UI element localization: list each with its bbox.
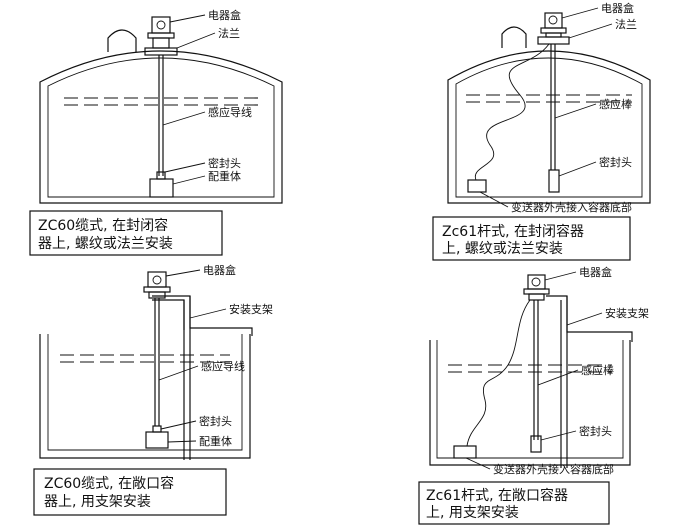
signal-cable	[474, 43, 550, 181]
panel-zc60-closed: 电器盒 法兰 感应导线 密封头 配重体 ZC60缆式, 在封闭容 器上, 螺纹或…	[29, 8, 283, 256]
seal-head	[530, 435, 542, 453]
label-rod: 感应棒	[581, 363, 614, 377]
label-flange: 法兰	[615, 17, 637, 31]
closed-tank	[447, 26, 651, 204]
flange	[144, 47, 178, 56]
open-tank	[39, 334, 251, 459]
caption-line-2: 器上, 螺纹或法兰安装	[38, 236, 173, 252]
panel-zc61-closed: 电器盒 法兰 感应棒 密封头 变送器外壳接入容器底部 Zc61杆式, 在封闭容器…	[432, 1, 651, 261]
closed-tank	[39, 29, 283, 204]
label-rod: 感应棒	[599, 97, 632, 111]
electric-box	[151, 16, 171, 34]
label-seal: 密封头	[599, 155, 632, 169]
counterweight	[145, 431, 169, 449]
electric-box	[544, 12, 563, 29]
label-box: 电器盒	[601, 1, 634, 15]
label-wire: 感应导线	[201, 359, 245, 373]
label-seal: 密封头	[199, 414, 232, 428]
caption-line-2: 上, 用支架安装	[426, 505, 519, 521]
label-bracket: 安装支架	[229, 302, 273, 316]
caption-box	[33, 468, 227, 516]
transmitter-housing	[453, 445, 477, 459]
label-box: 电器盒	[203, 263, 236, 277]
electric-box	[527, 274, 546, 290]
transmitter-housing	[467, 179, 487, 193]
caption-line-1: ZC60缆式, 在封闭容	[38, 217, 168, 234]
caption-box	[29, 210, 223, 256]
flange	[537, 36, 570, 45]
panel-zc60-open: 电器盒 安装支架 感应导线 密封头 配重体 ZC60缆式, 在敞口容 器上, 用…	[33, 263, 273, 516]
panel-zc61-open: 电器盒 安装支架 感应棒 密封头 变送器外壳接入容器底部 Zc61杆式, 在敞口…	[418, 265, 649, 525]
seal-head	[548, 169, 560, 193]
label-seal: 密封头	[208, 156, 241, 170]
vent-dome	[501, 26, 527, 48]
label-wire: 感应导线	[208, 105, 252, 119]
caption-line-1: Zc61杆式, 在封闭容器	[442, 223, 584, 240]
label-bracket: 安装支架	[605, 306, 649, 320]
open-tank	[429, 340, 631, 466]
seal-head	[156, 171, 166, 180]
caption-line-1: ZC60缆式, 在敞口容	[44, 475, 174, 492]
seal-head	[152, 425, 162, 433]
caption-line-1: Zc61杆式, 在敞口容器	[426, 487, 568, 504]
signal-cable	[466, 299, 531, 447]
electric-box	[147, 271, 167, 288]
label-transmitter: 变送器外壳接入容器底部	[511, 200, 632, 214]
label-flange: 法兰	[218, 26, 240, 40]
vent-dome	[107, 29, 137, 52]
caption-line-2: 上, 螺纹或法兰安装	[442, 241, 563, 257]
caption-box	[432, 216, 631, 261]
label-seal: 密封头	[579, 424, 612, 438]
label-weight: 配重体	[199, 434, 232, 448]
caption-box	[418, 481, 610, 525]
label-weight: 配重体	[208, 169, 241, 183]
label-box: 电器盒	[208, 8, 241, 22]
counterweight	[149, 178, 174, 198]
label-transmitter: 变送器外壳接入容器底部	[493, 462, 614, 476]
label-box: 电器盒	[579, 265, 612, 279]
mounting-bracket	[152, 295, 253, 336]
caption-line-2: 器上, 用支架安装	[44, 494, 151, 510]
